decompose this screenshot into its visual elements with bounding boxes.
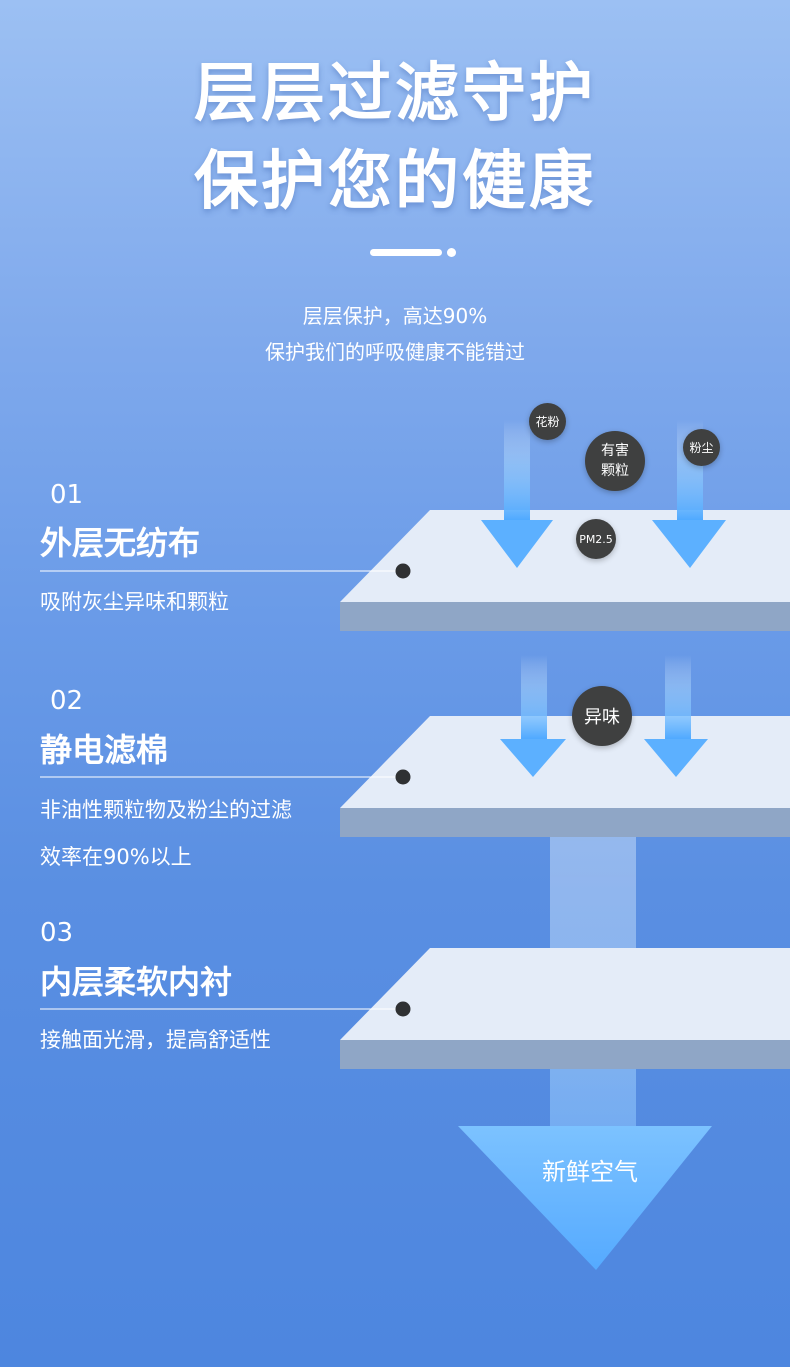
layer-3-title: 内层柔软内衬 bbox=[40, 963, 233, 1001]
odor-label: 异味 bbox=[584, 707, 620, 728]
subtitle-line-2: 保护我们的呼吸健康不能错过 bbox=[265, 340, 525, 364]
harmful-particles-label-line-1: 有害 bbox=[601, 442, 629, 459]
layer-1-title: 外层无纺布 bbox=[40, 524, 201, 562]
dust-badge: 粉尘 bbox=[683, 429, 720, 466]
layer-2-marker-dot bbox=[395, 769, 411, 785]
pm25-label: PM2.5 bbox=[579, 532, 613, 546]
odor-badge: 异味 bbox=[572, 686, 632, 746]
layer-1-marker-dot bbox=[395, 563, 411, 579]
layer-2-description-line-2: 效率在90%以上 bbox=[40, 845, 192, 869]
fresh-air-arrow-head bbox=[458, 1126, 712, 1270]
layer-1-description: 吸附灰尘异味和颗粒 bbox=[40, 590, 229, 614]
layer-2-title: 静电滤棉 bbox=[40, 731, 169, 769]
subtitle-line-1: 层层保护，高达90% bbox=[302, 304, 488, 328]
title-divider-bar bbox=[370, 249, 442, 256]
headline-line-1: 层层过滤守护 bbox=[194, 57, 596, 131]
headline-line-2: 保护您的健康 bbox=[194, 145, 596, 219]
pollen-badge: 花粉 bbox=[529, 403, 566, 440]
layer-3-number: 03 bbox=[40, 918, 74, 948]
layer-3-plate bbox=[340, 948, 790, 1069]
layer-3-marker-dot bbox=[395, 1001, 411, 1017]
pollen-label: 花粉 bbox=[535, 415, 560, 429]
arrow-down-1 bbox=[481, 420, 553, 568]
layer-3-description: 接触面光滑，提高舒适性 bbox=[40, 1028, 271, 1052]
fresh-air-label: 新鲜空气 bbox=[542, 1158, 638, 1186]
dust-label: 粉尘 bbox=[689, 441, 714, 455]
arrow-down-4 bbox=[644, 655, 708, 777]
layer-2-number: 02 bbox=[50, 686, 84, 716]
harmful-particles-label-line-2: 颗粒 bbox=[601, 463, 629, 479]
arrow-down-3 bbox=[500, 655, 566, 777]
layer-1-number: 01 bbox=[50, 480, 84, 510]
title-divider-dot bbox=[447, 248, 456, 257]
layer-2-description-line-1: 非油性颗粒物及粉尘的过滤 bbox=[40, 798, 292, 822]
pm25-badge: PM2.5 bbox=[576, 519, 616, 559]
harmful-particles-badge: 有害 颗粒 bbox=[585, 431, 645, 491]
